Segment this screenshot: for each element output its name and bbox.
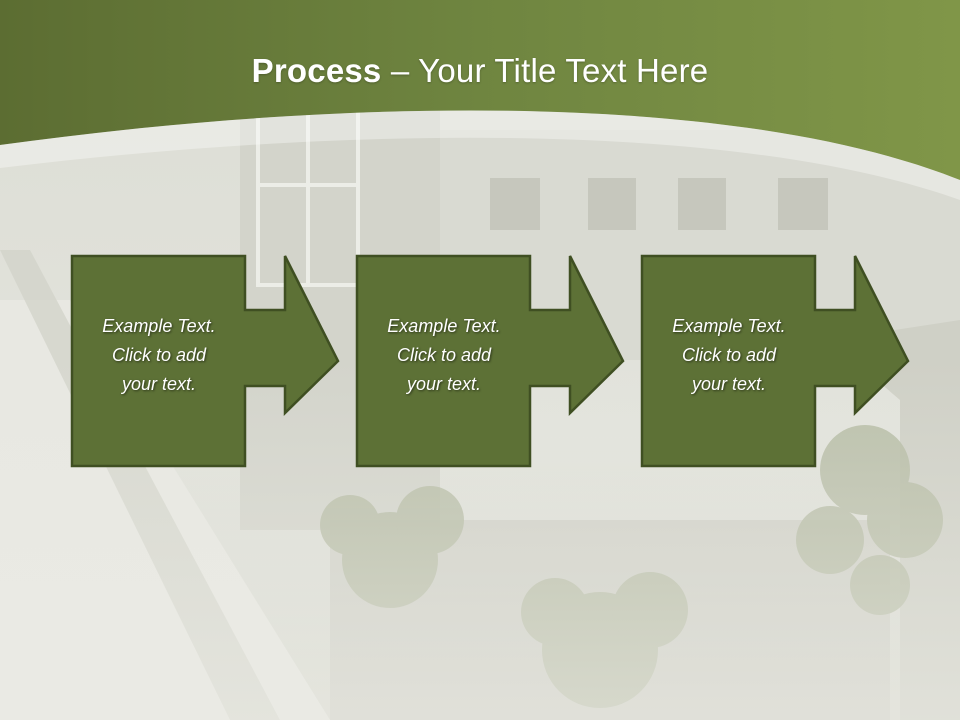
title-bold: Process [251,52,382,89]
step-2-arrow-shape [355,254,625,468]
step-1-line-2: Click to add [111,345,207,365]
step-1-arrow-shape [70,254,340,468]
step-box [70,254,340,468]
process-step-2[interactable]: Example Text. Click to add your text. [355,254,695,468]
slide-title[interactable]: Process – Your Title Text Here [0,52,960,90]
step-3-line-3: your text. [691,374,767,394]
step-2-line-1: Example Text. [387,316,501,336]
step-2-text: Example Text. Click to add your text. [359,312,529,399]
step-1-line-3: your text. [121,374,197,394]
step-box [355,254,625,468]
step-2-line-2: Click to add [396,345,492,365]
step-3-line-1: Example Text. [672,316,786,336]
step-3-line-2: Click to add [681,345,777,365]
step-3-text: Example Text. Click to add your text. [644,312,814,399]
step-1-line-1: Example Text. [102,316,216,336]
title-rest: – Your Title Text Here [381,52,709,89]
step-2-line-3: your text. [406,374,482,394]
step-box [640,254,910,468]
step-3-arrow-shape [640,254,910,468]
step-1-text: Example Text. Click to add your text. [74,312,244,399]
process-step-3[interactable]: Example Text. Click to add your text. [640,254,960,468]
process-step-1[interactable]: Example Text. Click to add your text. [70,254,410,468]
